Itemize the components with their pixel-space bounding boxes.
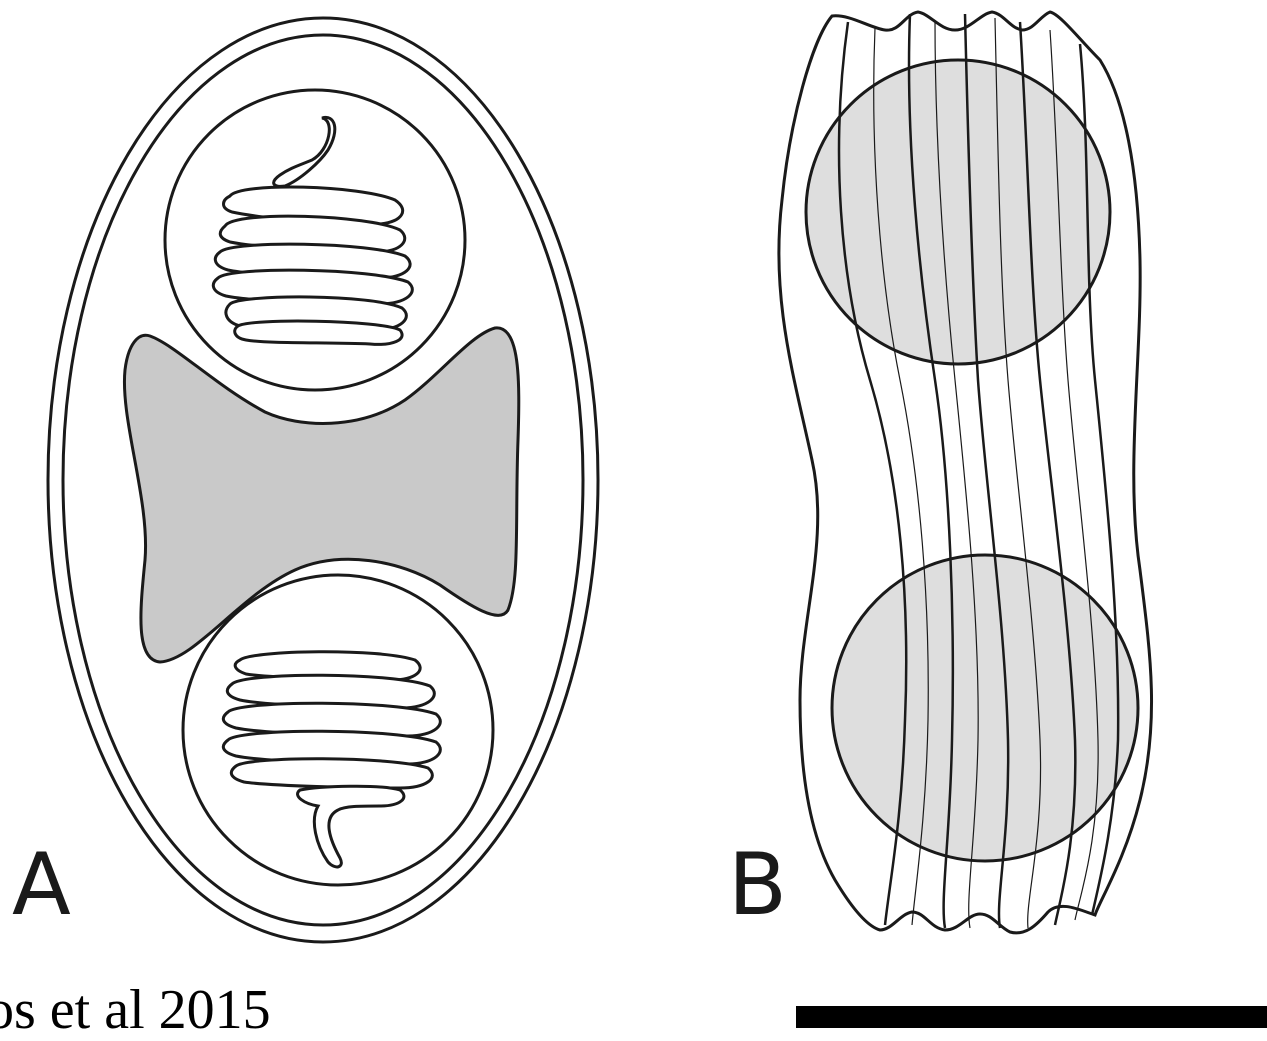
scale-bar [796,1006,1267,1028]
panel-a-drawing [48,18,598,942]
panel-a-label: A [12,842,71,928]
panel-b-drawing [779,12,1152,933]
panel-b-label: B [728,842,787,928]
bottom-chromatin-mass [832,555,1138,861]
citation-text: os et al 2015 [0,982,271,1038]
